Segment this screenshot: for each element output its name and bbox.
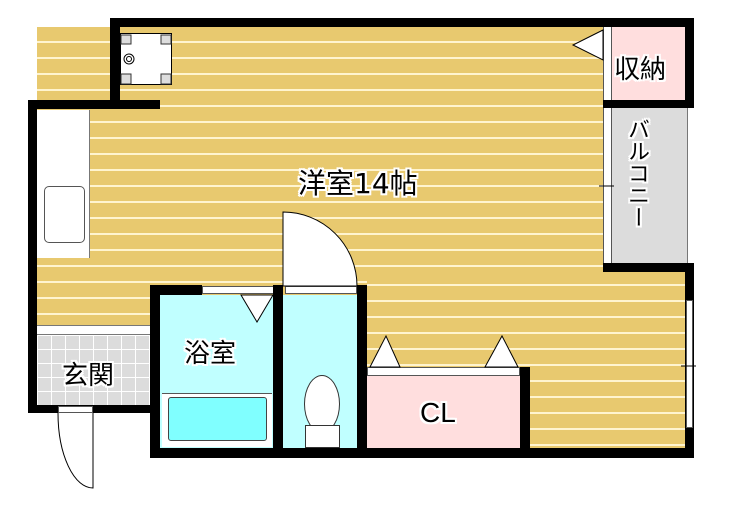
wall-toilet-right [357,285,367,458]
bath-door-triangle [240,294,274,323]
storage-area [612,27,685,100]
wall-bath-top [150,285,202,295]
wall-closet-right [520,367,530,458]
wall-right-upper [685,18,694,108]
storage-door-strip [603,27,612,102]
entrance-door-strip[interactable] [58,406,93,413]
room-door-swing [282,211,358,287]
wall-left-upper [110,18,120,108]
closet-door-triangle-left [369,334,401,368]
toilet-tank-icon [305,425,340,448]
entrance-label: 玄関 [62,361,115,391]
storage-label: 収納 [614,55,667,85]
wall-bottom [150,448,694,458]
western-room-label: 洋室14帖 [298,167,418,200]
wall-balcony-bottom [603,263,694,272]
balcony-area [612,108,688,265]
wall-top [110,18,694,27]
bathtub [168,397,267,441]
wall-kitchen-top [28,100,160,109]
entrance-step [37,325,150,335]
entrance-tile [37,335,150,405]
toilet-bowl-icon [304,375,340,433]
wall-bath-left [150,285,160,458]
storage-door-triangle [571,29,604,61]
balcony-label: バルコニー [624,118,649,228]
wall-entrance-bottom [28,405,160,413]
wall-left [28,100,37,413]
bathroom-label: 浴室 [184,339,237,369]
closet-area [367,375,520,448]
closet-door-triangle-right [484,334,519,368]
closet-door-strip[interactable] [367,367,520,376]
closet-label: CL [420,397,456,428]
gas-meter-icon [120,34,172,85]
right-window[interactable] [686,300,693,428]
western-room-floor-upper [120,27,605,107]
wall-storage-bottom [603,100,694,108]
wall-bath-toilet [273,285,283,458]
entrance-door-swing [57,412,94,489]
kitchen-sink-icon [44,186,85,243]
